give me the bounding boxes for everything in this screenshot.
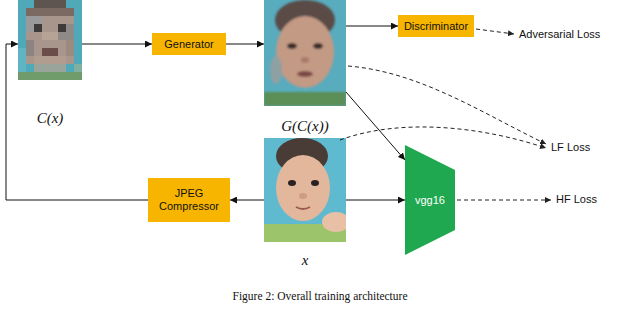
eye (288, 180, 296, 186)
image-node: x (264, 138, 346, 269)
pixel-block (34, 24, 42, 32)
mouth (297, 71, 313, 77)
hand (322, 212, 346, 232)
dashed-arrow (457, 200, 551, 201)
shirt (264, 92, 346, 106)
pixel-block (26, 16, 42, 32)
pixel-block (42, 32, 58, 40)
nose (301, 57, 309, 63)
pixel-block (18, 48, 26, 72)
dashed-curve (340, 127, 546, 148)
image-caption: C(x) (18, 110, 82, 127)
image-caption: G(C(x)) (264, 118, 346, 135)
connector-arrow (226, 44, 264, 45)
figure-caption: Figure 2: Overall training architecture (0, 289, 640, 303)
box-label: Generator (164, 38, 214, 51)
image-node: G(C(x)) (264, 0, 346, 135)
pixel-block (34, 56, 66, 64)
loss-label: LF Loss (550, 141, 591, 154)
process-box: JPEG Compressor (148, 178, 230, 222)
mouth (296, 207, 310, 209)
generated-photo (264, 0, 346, 106)
pixel-block (26, 8, 74, 16)
image-caption: x (264, 252, 346, 269)
original-photo (264, 138, 346, 242)
eye (311, 180, 319, 186)
image-node: C(x) (18, 0, 82, 127)
network-trapezoid: vgg16 (405, 145, 455, 255)
photo-ground (18, 0, 82, 80)
shadow (270, 56, 282, 84)
box-label: JPEG Compressor (148, 187, 230, 213)
loss-label: HF Loss (555, 193, 598, 206)
compressed-photo (18, 0, 82, 80)
pixel-block (58, 24, 74, 40)
process-box: Discriminator (398, 15, 474, 37)
pixel-block (58, 24, 66, 32)
connector-arrow (82, 44, 152, 45)
connector-arrow (230, 200, 264, 201)
network-label: vgg16 (415, 194, 445, 207)
pixel-block (66, 40, 74, 56)
pixel-block (26, 40, 34, 56)
pixel-block (18, 72, 82, 80)
process-box: Generator (152, 33, 226, 55)
face (276, 155, 330, 221)
connector-arrow (346, 92, 405, 160)
face (276, 16, 334, 88)
trapezoid-fill (405, 145, 455, 255)
pixel-block (74, 64, 82, 72)
connector-arrow (6, 44, 148, 200)
box-label: Discriminator (404, 20, 468, 33)
dashed-arrow (476, 29, 514, 34)
loss-label: Adversarial Loss (518, 28, 601, 41)
nose (299, 193, 307, 199)
pixel-block (34, 0, 66, 8)
photo-ground (264, 0, 346, 106)
connector-arrow (346, 200, 405, 201)
dashed-curve (348, 66, 546, 144)
pixel-block (26, 16, 74, 64)
eye (287, 43, 297, 49)
pixel-block (42, 48, 58, 56)
pixel-block (34, 64, 66, 72)
eye (313, 43, 323, 49)
connector-arrow (346, 26, 398, 27)
